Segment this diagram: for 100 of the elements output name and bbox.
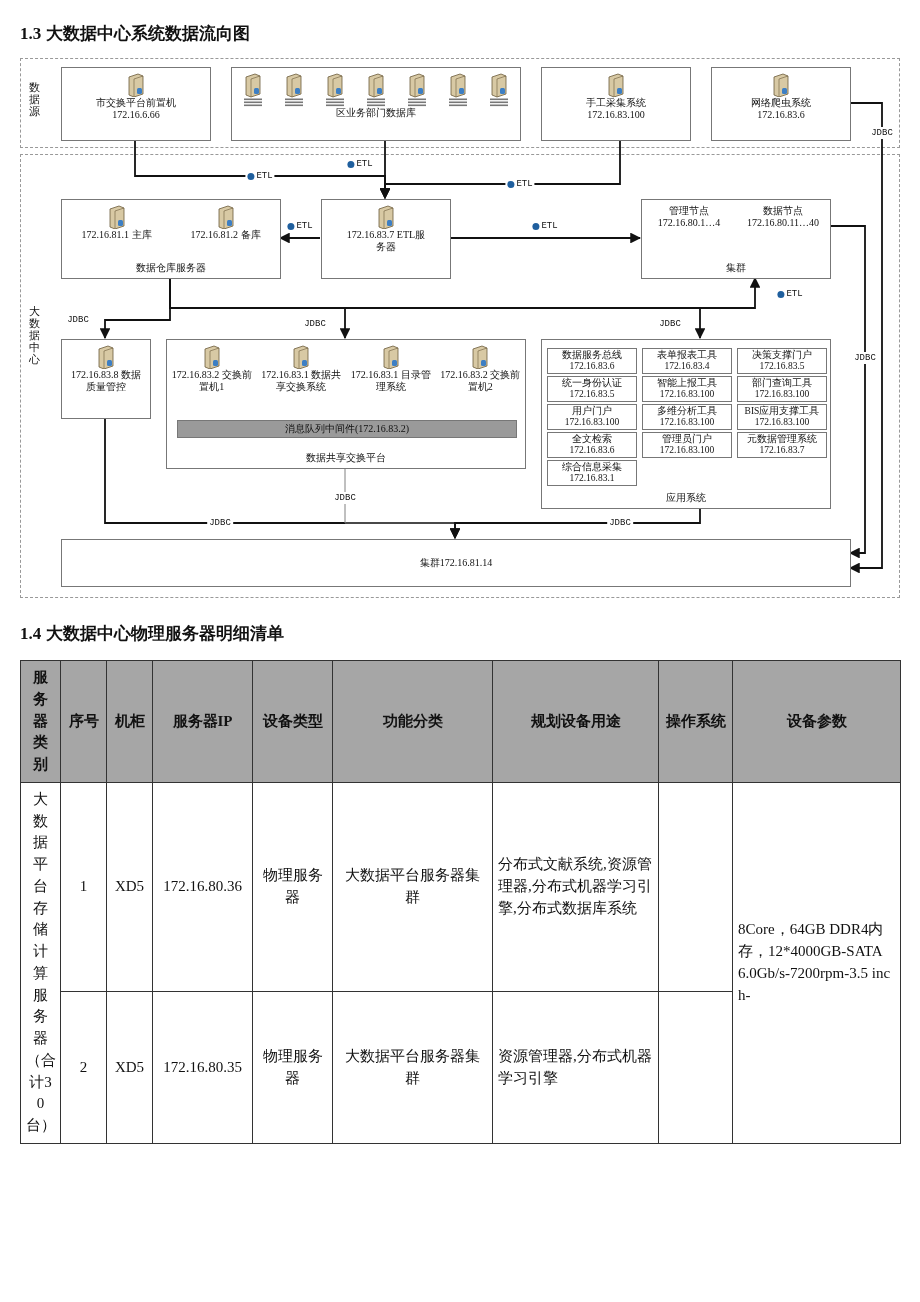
node-text: 172.16.83.1 目录管理系统: [349, 369, 432, 393]
node-text: 用户门户 172.16.83.100: [563, 405, 621, 429]
application-box: [547, 460, 637, 486]
node-caption: 应用系统: [665, 492, 707, 504]
edge-label: ETL: [530, 220, 560, 232]
server-box: [711, 67, 851, 141]
table-cell: 大数据平台存储计算服务器（合计30台）: [20, 782, 61, 1144]
node-text: 统一身份认证 172.16.83.5: [561, 377, 623, 401]
edge-label: ETL: [345, 158, 375, 170]
table-cell: 2: [60, 991, 107, 1144]
arrow: [449, 232, 642, 244]
table-cell: 1: [60, 782, 107, 992]
header-cell: 功能分类: [332, 660, 493, 783]
edge-label: JDBC: [869, 127, 895, 139]
edge-label: ETL: [245, 170, 275, 182]
node-text: 部门查询工具 172.16.83.100: [751, 377, 813, 401]
group-label: 数据源: [29, 81, 40, 118]
server-box: [61, 67, 211, 141]
node-text: 手工采集系统 172.16.83.100: [585, 97, 647, 121]
edge-label: JDBC: [332, 492, 358, 504]
server-group-box: [166, 339, 526, 469]
edge-label: JDBC: [852, 352, 878, 364]
application-box: [737, 404, 827, 430]
table-cell: XD5: [106, 782, 153, 992]
table-cell: 172.16.80.36: [152, 782, 253, 992]
server-box: [61, 339, 151, 419]
node-text: 区业务部门数据库: [336, 107, 416, 119]
application-box: [547, 348, 637, 374]
server-group-box: [61, 199, 281, 279]
header-cell: 规划设备用途: [492, 660, 659, 783]
node-text: 市交换平台前置机 172.16.6.66: [95, 97, 177, 121]
application-box: [547, 432, 637, 458]
application-box: [547, 404, 637, 430]
table-cell: 172.16.80.35: [152, 991, 253, 1144]
node-text: 集群172.16.81.14: [419, 557, 493, 569]
node-caption: 数据共享交换平台: [305, 452, 387, 464]
application-box: [737, 348, 827, 374]
table-cell: 物理服务器: [252, 782, 333, 992]
node-text: 全文检索 172.16.83.6: [568, 433, 616, 457]
arrow: [829, 225, 866, 559]
node-text: 数据节点 172.16.80.11…40: [745, 205, 821, 229]
application-box: [642, 348, 732, 374]
application-box: [737, 376, 827, 402]
table-cell: 资源管理器,分布式机器学习引擎: [492, 991, 659, 1144]
node-text: 表单报表工具 172.16.83.4: [656, 349, 718, 373]
edge-label: ETL: [285, 220, 315, 232]
node-caption: 集群: [725, 262, 747, 274]
application-box: [737, 432, 827, 458]
node-text: 多维分析工具 172.16.83.100: [656, 405, 718, 429]
node-text: 172.16.83.2 交换前置机1: [170, 369, 253, 393]
node-caption: 数据仓库服务器: [135, 262, 207, 274]
node-text: 元数据管理系统 172.16.83.7: [746, 433, 818, 457]
edge-label: ETL: [505, 178, 535, 190]
cluster-box: [61, 539, 851, 587]
node-text: 消息队列中间件(172.16.83.2): [284, 423, 410, 435]
arrow: [278, 232, 321, 244]
application-box: [642, 432, 732, 458]
section-heading: 1.4 大数据中心物理服务器明细清单: [20, 623, 284, 645]
node-text: BIS应用支撑工具 172.16.83.100: [743, 405, 821, 429]
edge-label: ETL: [775, 288, 805, 300]
group-label: 大数据中心: [29, 305, 40, 366]
queue-bar: [177, 420, 517, 438]
header-cell: 操作系统: [658, 660, 733, 783]
table-cell: XD5: [106, 991, 153, 1144]
dashed-group-frame: [20, 58, 900, 148]
node-text: 综合信息采集 172.16.83.1: [561, 461, 623, 485]
header-cell: 机柜: [106, 660, 153, 783]
node-text: 172.16.81.1 主库: [81, 229, 152, 241]
arrow: [379, 139, 621, 200]
table-cell: 8Core，64GB DDR4内存，12*4000GB-SATA 6.0Gb/s-7200rpm-3.5 inch-: [732, 782, 901, 1144]
application-box: [547, 376, 637, 402]
node-text: 172.16.83.1 数据共享交换系统: [260, 369, 343, 393]
database-group-box: [231, 67, 521, 141]
table-cell: 物理服务器: [252, 991, 333, 1144]
table-cell: 大数据平台服务器集群: [332, 782, 493, 992]
arrow: [169, 276, 761, 309]
dashed-group-frame: [20, 154, 900, 598]
section-heading: 1.3 大数据中心系统数据流向图: [20, 23, 250, 45]
node-text: 172.16.83.8 数据质量管控: [70, 369, 142, 393]
header-cell: 设备类型: [252, 660, 333, 783]
node-text: 172.16.81.2 备库: [190, 229, 261, 241]
table-cell: 大数据平台服务器集群: [332, 991, 493, 1144]
node-text: 172.16.83.7 ETL服务器: [346, 229, 426, 253]
header-cell: 序号: [60, 660, 107, 783]
node-text: 172.16.83.2 交换前置机2: [439, 369, 522, 393]
server-box: [321, 199, 451, 279]
header-cell: 设备参数: [732, 660, 901, 783]
node-text: 决策支撑门户 172.16.83.5: [751, 349, 813, 373]
application-box: [642, 404, 732, 430]
node-text: 管理节点 172.16.80.1…4: [656, 205, 722, 229]
header-cell: 服务器类别: [20, 660, 61, 783]
node-text: 管理员门户 172.16.83.100: [658, 433, 716, 457]
application-group-box: [541, 339, 831, 509]
node-text: 网络爬虫系统 172.16.83.6: [750, 97, 812, 121]
arrow: [848, 102, 883, 574]
table-cell: 分布式文献系统,资源管理器,分布式机器学习引擎,分布式数据库系统: [492, 782, 659, 992]
server-box: [541, 67, 691, 141]
header-cell: 服务器IP: [152, 660, 253, 783]
application-box: [642, 376, 732, 402]
server-group-box: [641, 199, 831, 279]
